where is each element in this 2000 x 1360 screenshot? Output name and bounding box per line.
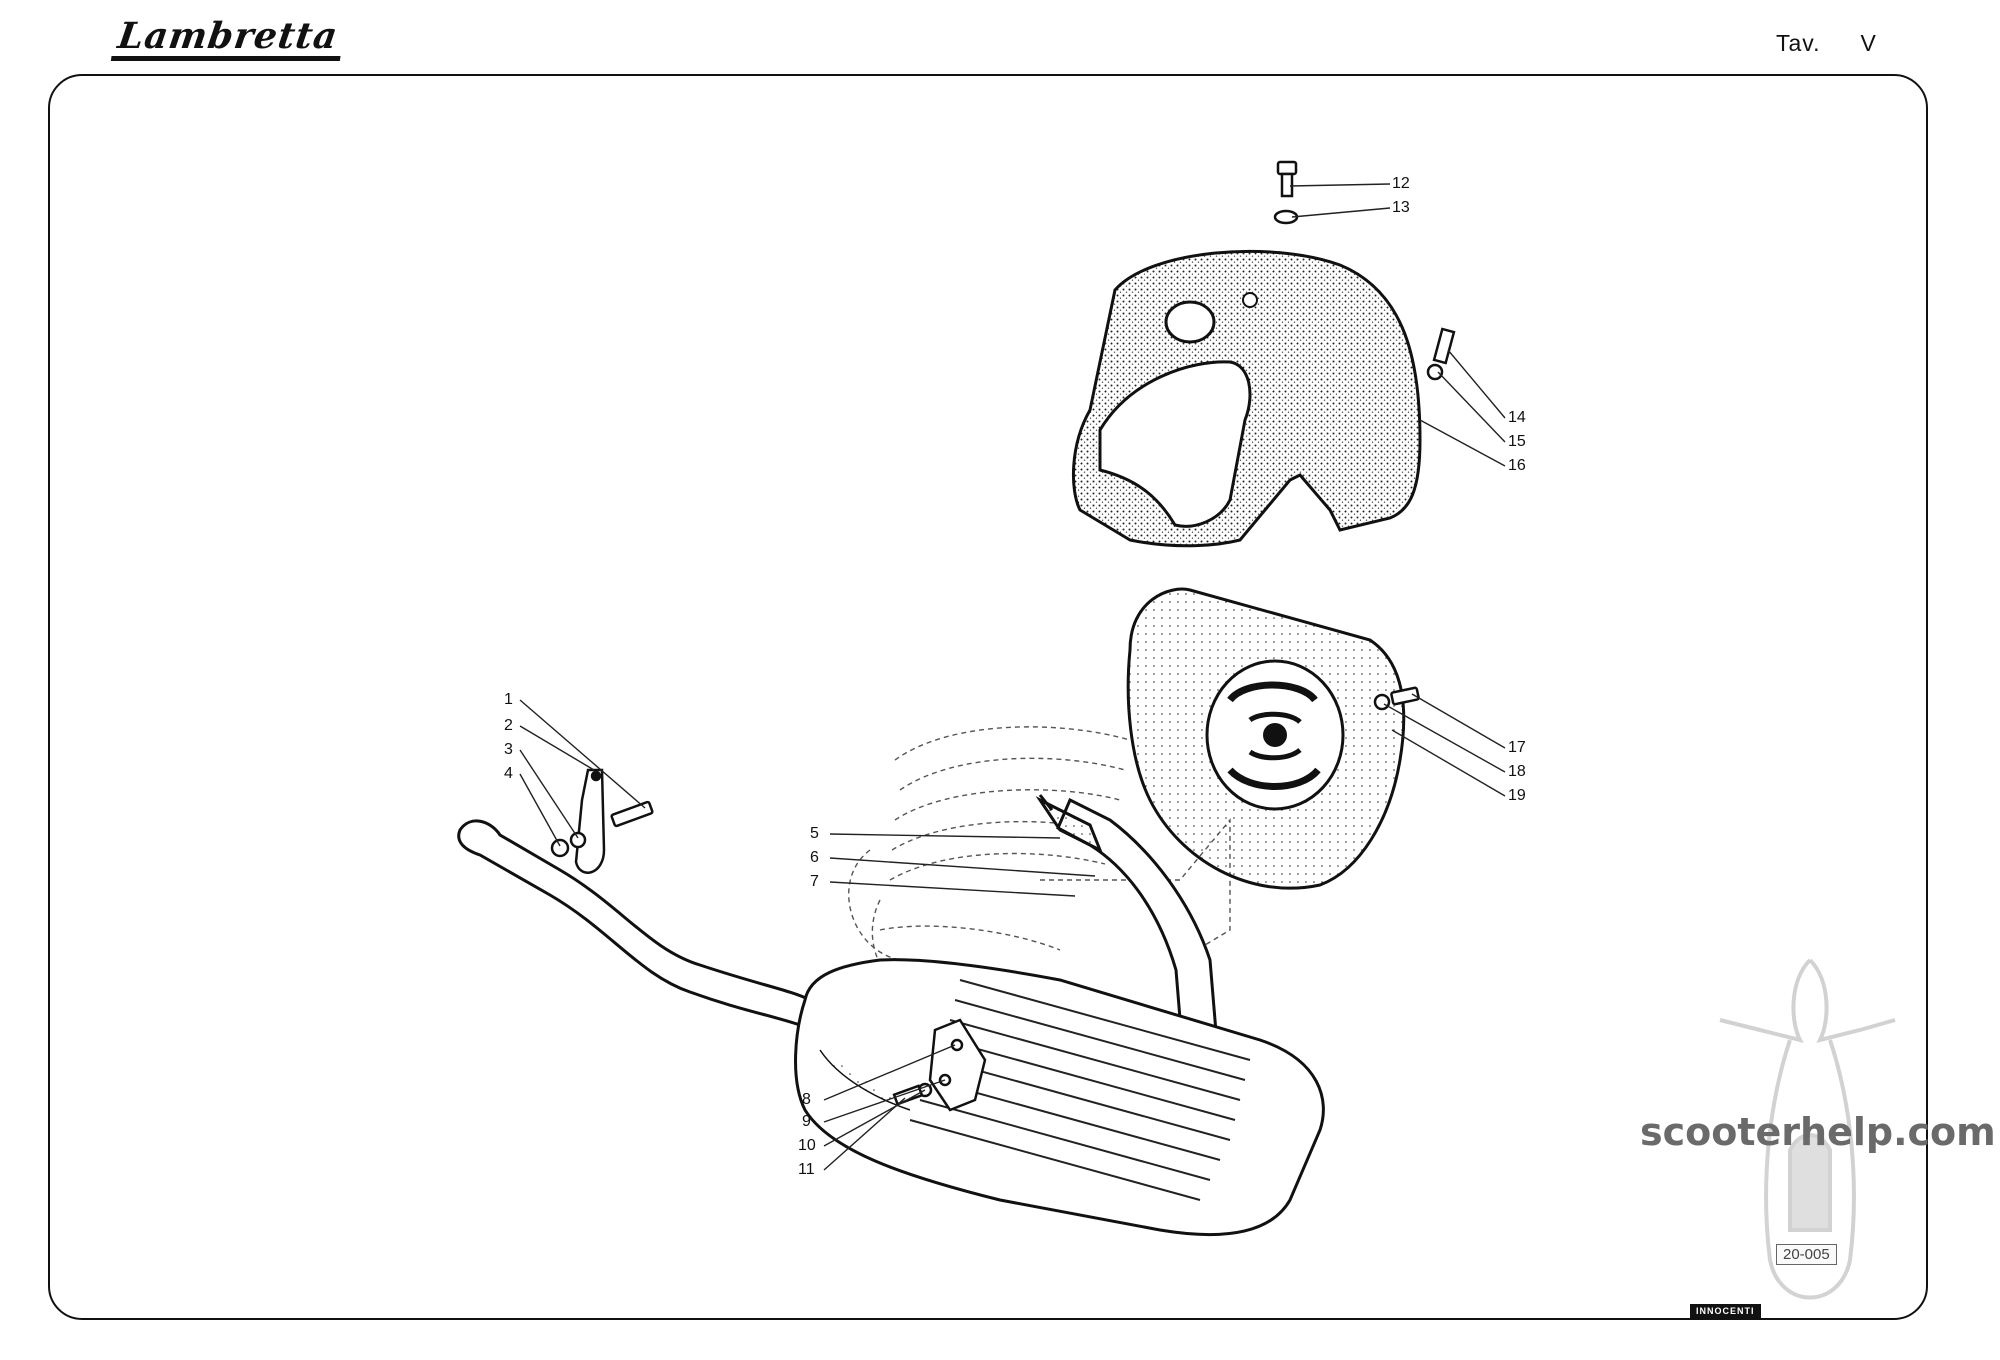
plate-label: Tav. V	[1776, 30, 1877, 57]
silencer-bracket	[892, 1018, 987, 1112]
callout-2: 2	[504, 717, 513, 734]
exhaust-clamp	[550, 768, 654, 874]
innocenti-logo: INNOCENTI	[1690, 1304, 1761, 1318]
cowl-bolt	[1273, 160, 1299, 225]
leader-lines	[519, 183, 1506, 1171]
flywheel-cover	[1126, 587, 1406, 890]
callout-8: 8	[802, 1091, 811, 1108]
callout-11: 11	[798, 1161, 815, 1178]
callout-3: 3	[504, 741, 513, 758]
silencer	[794, 958, 1325, 1237]
cylinder-cowl	[1072, 249, 1422, 548]
callout-16: 16	[1508, 457, 1526, 474]
scooter-silhouette	[1719, 958, 1896, 1300]
callout-17: 17	[1508, 739, 1526, 756]
tail-pipe	[457, 819, 812, 1027]
callout-12: 12	[1392, 175, 1410, 192]
plate-number: V	[1860, 30, 1877, 56]
callout-7: 7	[810, 873, 819, 890]
plate-prefix: Tav.	[1776, 30, 1821, 56]
callout-1: 1	[504, 691, 513, 708]
reference-code: 20-005	[1776, 1244, 1837, 1265]
callout-14: 14	[1508, 409, 1526, 426]
callout-10: 10	[798, 1137, 816, 1154]
scooterhelp-watermark: scooterhelp.com	[1640, 1110, 1996, 1154]
callout-19: 19	[1508, 787, 1526, 804]
callout-13: 13	[1392, 199, 1410, 216]
callout-18: 18	[1508, 763, 1526, 780]
side-screw-14-15	[1426, 327, 1456, 381]
callout-15: 15	[1508, 433, 1526, 450]
callout-6: 6	[810, 849, 819, 866]
callout-9: 9	[802, 1113, 811, 1130]
drawing-frame	[48, 74, 1928, 1320]
callout-5: 5	[810, 825, 819, 842]
callout-4: 4	[504, 765, 513, 782]
